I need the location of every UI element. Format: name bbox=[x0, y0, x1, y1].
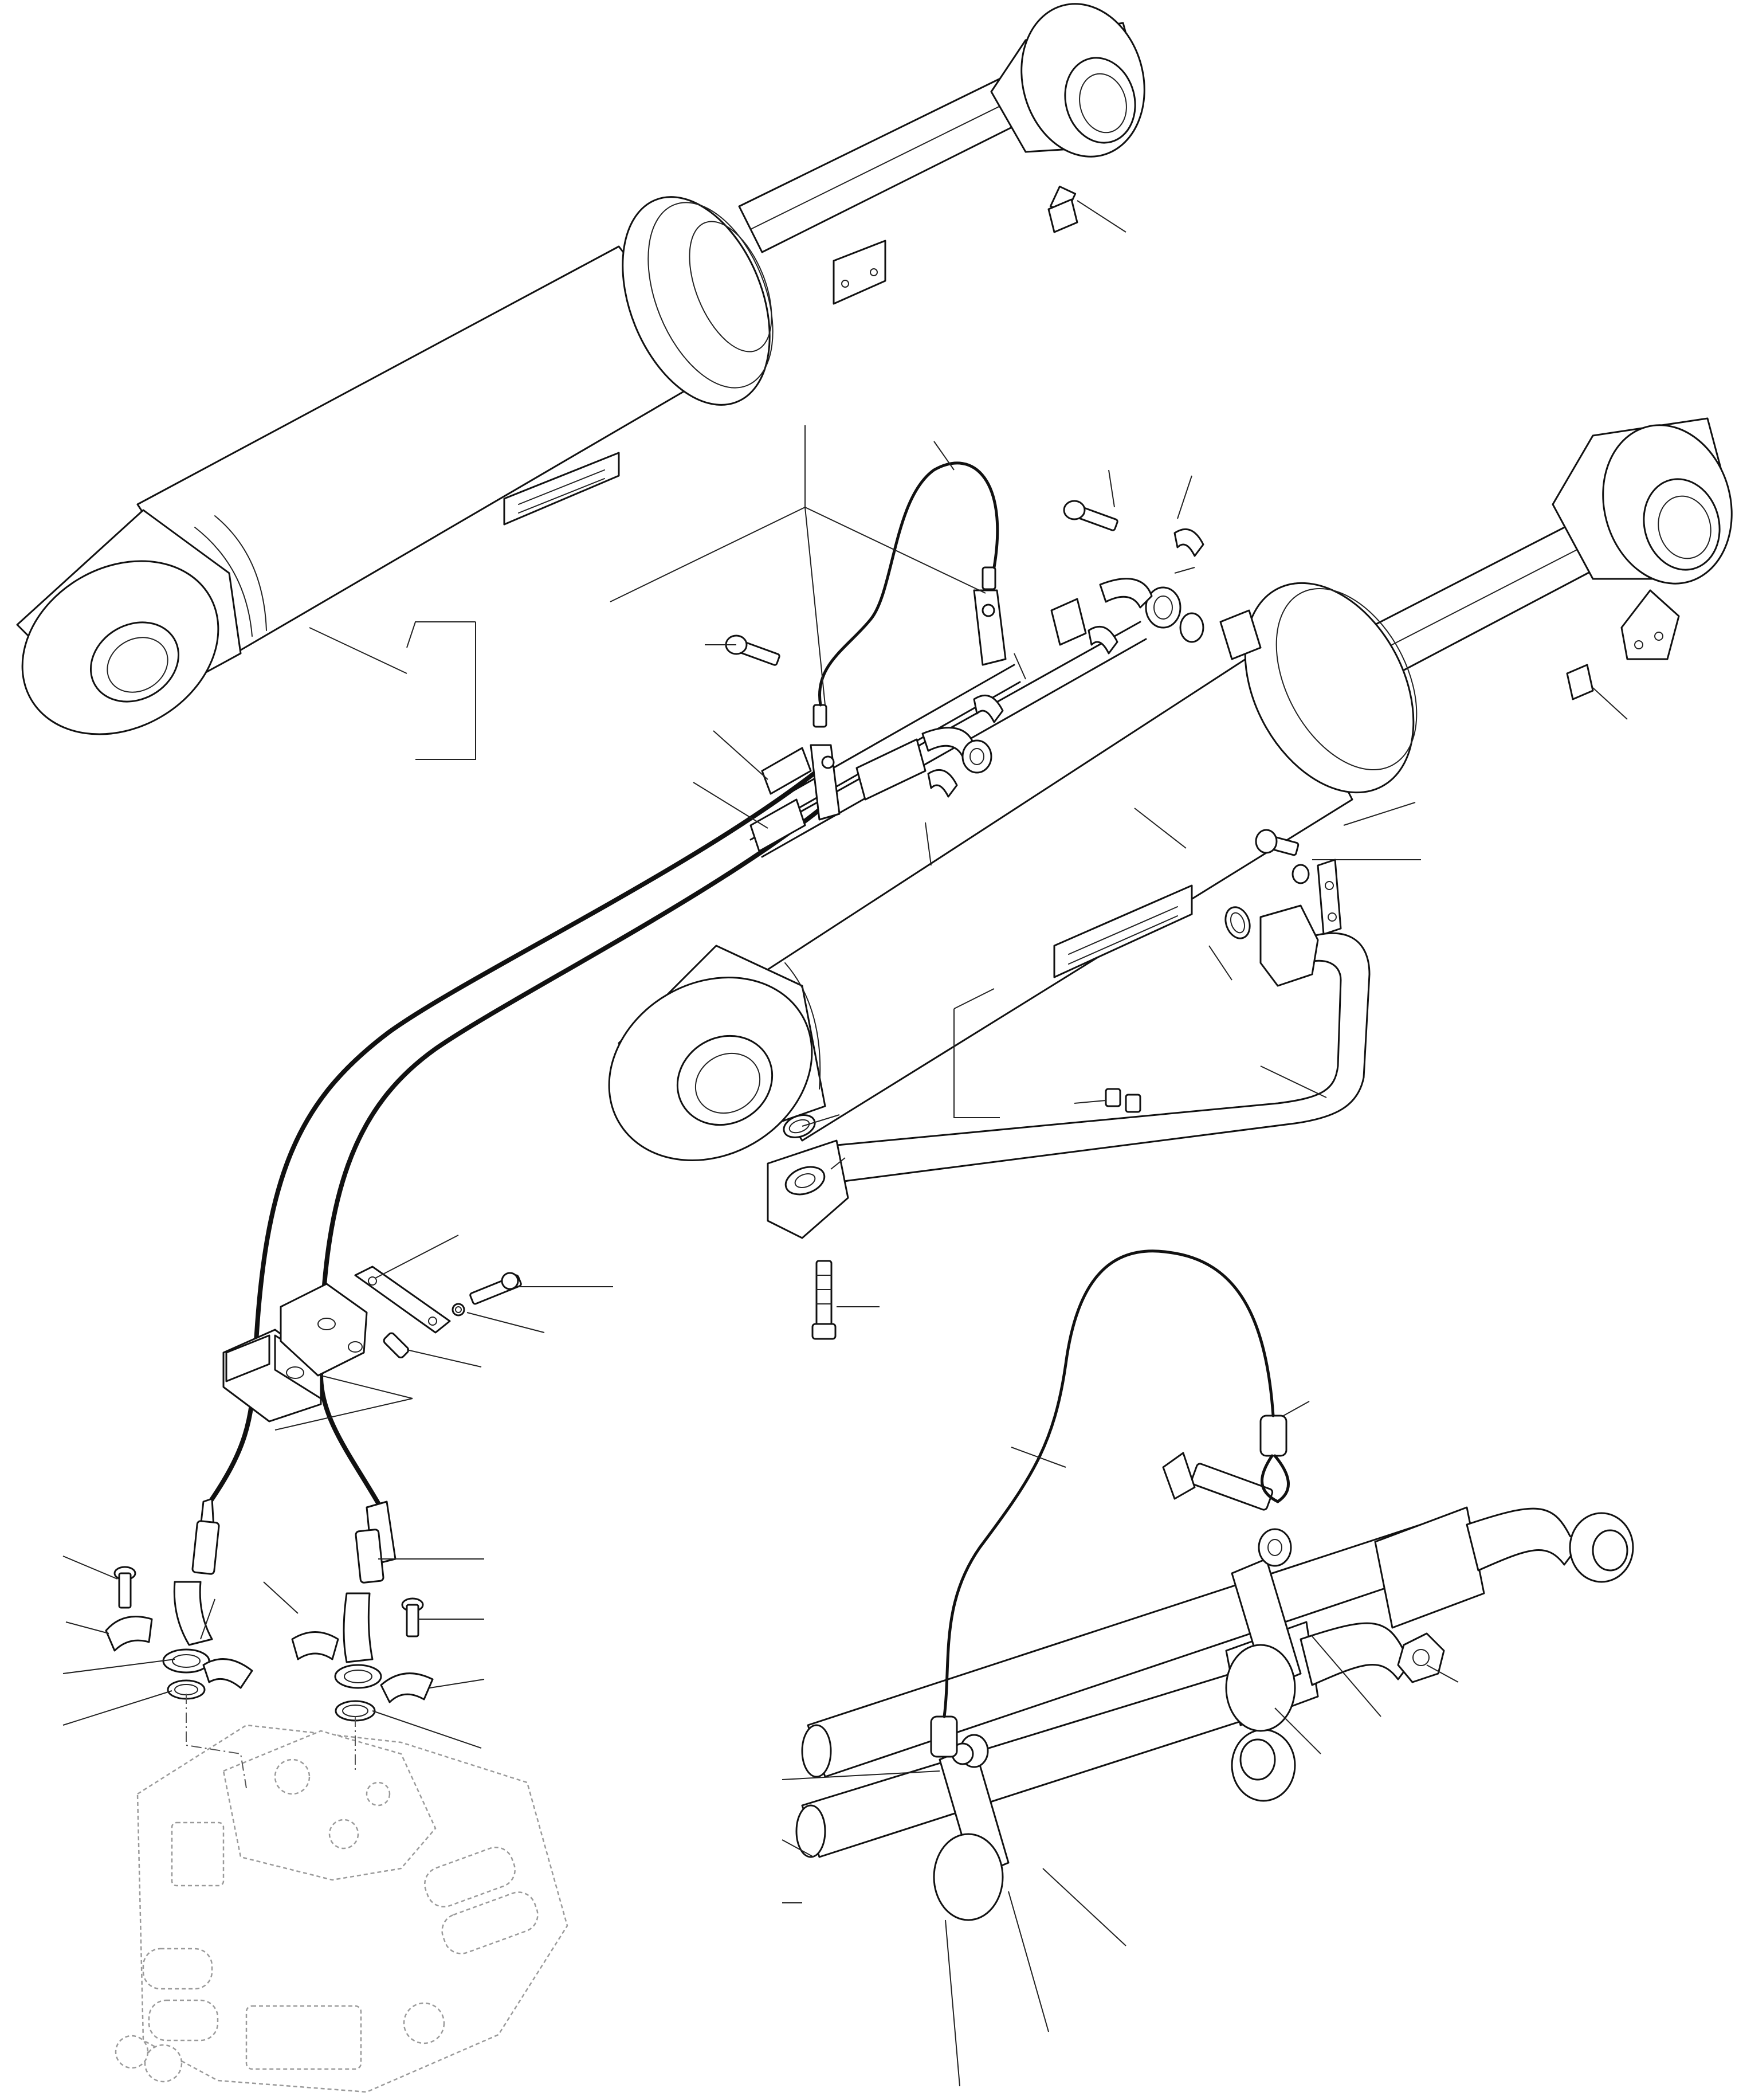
lower-cylinder-rod bbox=[1363, 520, 1600, 680]
valve-o-rings bbox=[167, 1679, 376, 1722]
hose-clamp-assembly bbox=[222, 1283, 368, 1423]
flange-bolts bbox=[811, 829, 1310, 1340]
upper-grease-nipple bbox=[1047, 185, 1126, 233]
flange-o-rings bbox=[783, 586, 1251, 1138]
upper-cylinder-rod bbox=[738, 73, 1033, 253]
control-valve-reference bbox=[115, 1694, 568, 2093]
callout-leader-lines bbox=[62, 425, 1459, 2087]
clamp-cover-plate bbox=[354, 1266, 451, 1334]
upper-cylinder-rod-eye bbox=[990, 3, 1145, 158]
upper-cylinder-gland-collar bbox=[622, 196, 774, 406]
upper-hydraulic-cylinder bbox=[16, 3, 1145, 735]
lower-hydraulic-cylinder bbox=[608, 417, 1733, 1161]
clamp-spacer bbox=[383, 1332, 410, 1359]
rigid-tube-assembly bbox=[767, 904, 1371, 1239]
lower-cylinder-mounting-bracket bbox=[1053, 859, 1342, 978]
tube-connector-detail-enlarged bbox=[795, 1249, 1634, 1921]
tube-connector-detail-small bbox=[725, 461, 1204, 858]
lower-cylinder-base-eye bbox=[608, 945, 826, 1161]
split-flange-bolts bbox=[113, 1566, 424, 1637]
upper-cylinder-mounting-bracket bbox=[503, 240, 886, 526]
hose-end-fittings bbox=[162, 1498, 397, 1689]
upper-cylinder-base-eye bbox=[16, 509, 267, 735]
split-flange-halves bbox=[105, 1616, 434, 1703]
lower-cylinder-gland-collar bbox=[1219, 582, 1418, 794]
lower-grease-nipple bbox=[1566, 664, 1628, 720]
clamp-bolt bbox=[452, 1272, 522, 1317]
lower-cylinder-rod-eye bbox=[1552, 417, 1733, 660]
